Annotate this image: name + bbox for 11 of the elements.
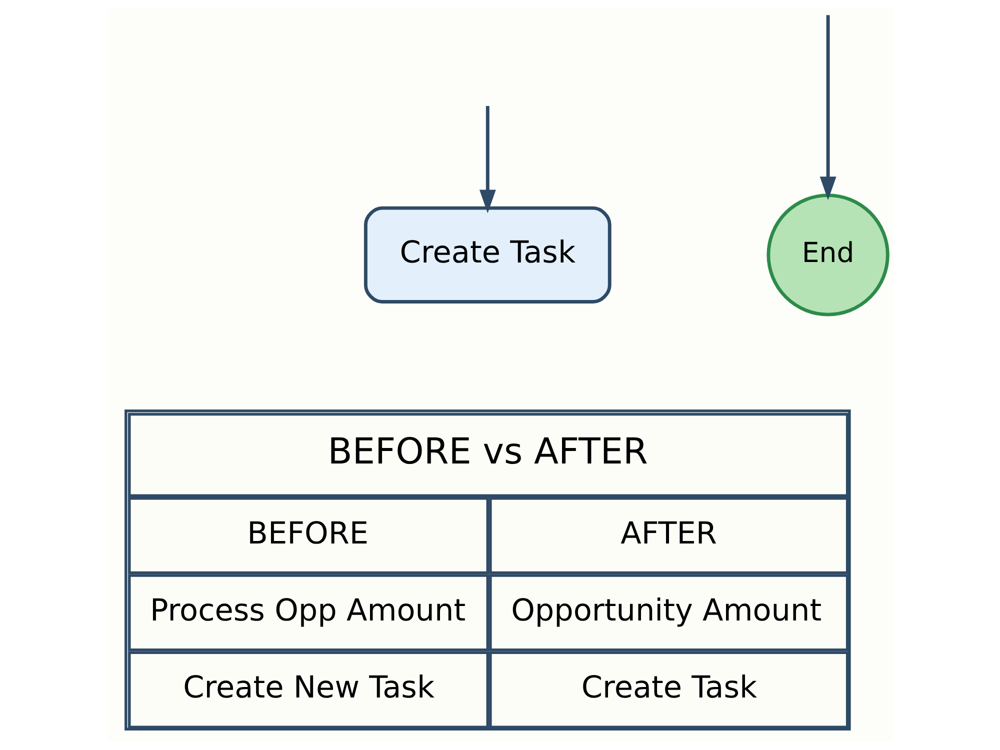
label: Create Task bbox=[580, 670, 757, 706]
label: BEFORE bbox=[246, 516, 368, 552]
label: Opportunity Amount bbox=[510, 593, 822, 628]
label: Create New Task bbox=[182, 670, 434, 706]
arrow bbox=[819, 15, 836, 200]
node-circle: End bbox=[766, 194, 889, 316]
arrow bbox=[478, 106, 496, 214]
node-box: Create Task bbox=[363, 206, 611, 304]
label: Process Opp Amount bbox=[150, 593, 466, 628]
label: AFTER bbox=[620, 516, 716, 552]
label: BEFORE vs AFTER bbox=[327, 432, 648, 473]
